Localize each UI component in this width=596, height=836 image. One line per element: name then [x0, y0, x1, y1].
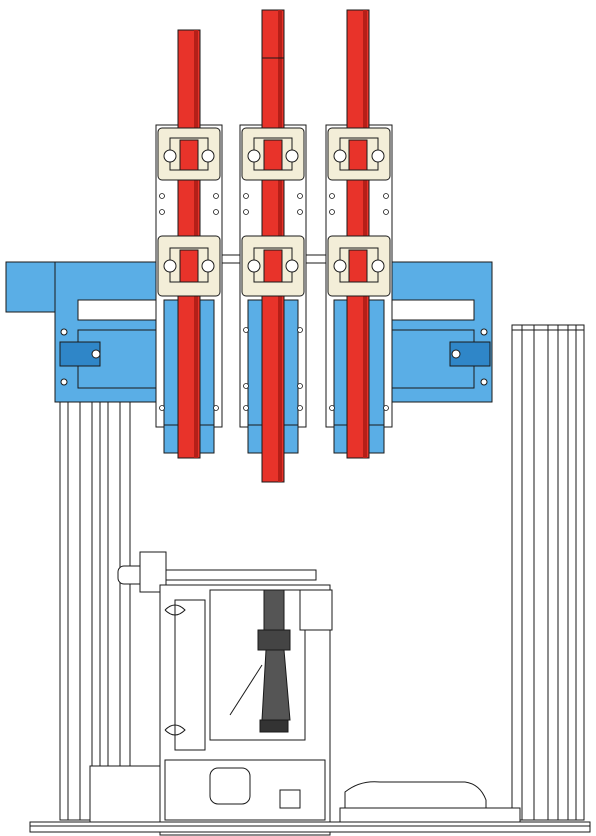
left-extrusion-column [59, 394, 131, 821]
lower-mechanism [89, 551, 333, 836]
rod-overlays [179, 139, 368, 283]
carriage-screws [159, 193, 389, 411]
blue-crossbeam [5, 254, 493, 403]
bottom-platform [29, 781, 591, 833]
red-rod-3 [346, 9, 370, 459]
right-extrusion-column [511, 324, 585, 821]
